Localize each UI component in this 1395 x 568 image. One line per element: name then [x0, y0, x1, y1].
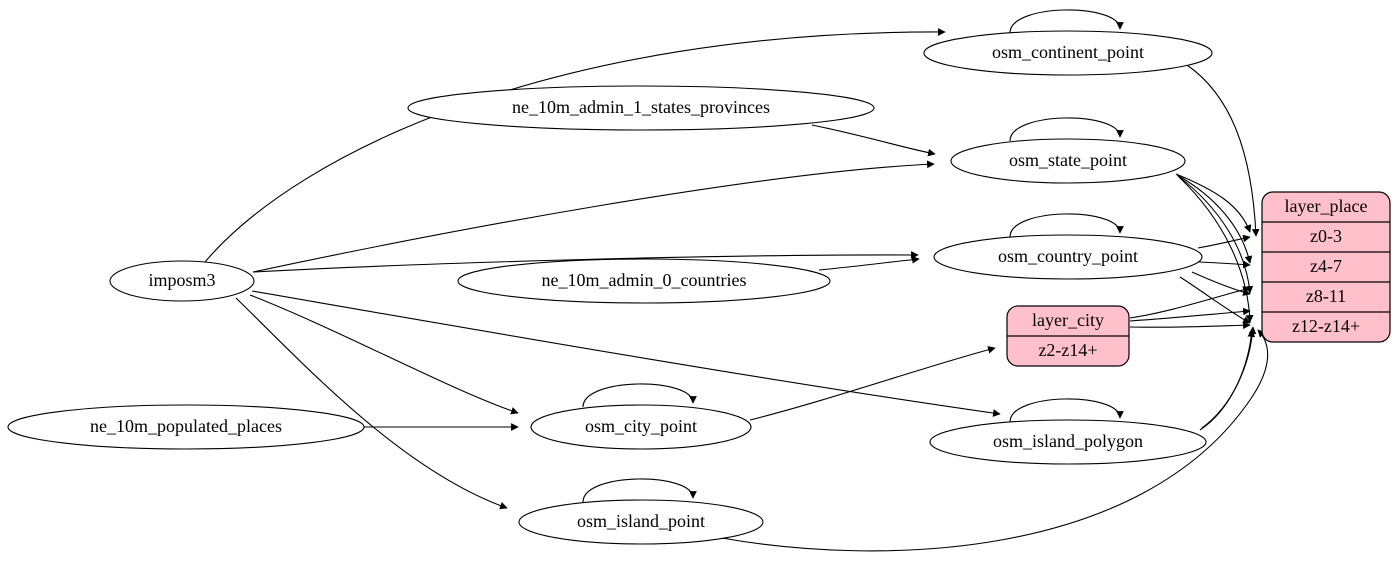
graph-edge	[1199, 329, 1256, 431]
graph-node-imposm3[interactable]: imposm3	[109, 260, 255, 302]
graph-edge	[253, 251, 919, 273]
graph-node-osm_country_point[interactable]: osm_country_point	[933, 234, 1203, 280]
graph-edge	[204, 28, 946, 263]
record-node-layer_city[interactable]: layer_city z2-z14+	[1006, 305, 1130, 367]
record-row-label[interactable]: z0-3	[1310, 226, 1342, 246]
node-ellipse-shape	[929, 419, 1207, 465]
graph-edge	[1129, 321, 1251, 330]
node-ellipse-shape	[518, 499, 764, 545]
graph-edge	[1186, 64, 1260, 237]
graph-edge	[721, 329, 1269, 552]
graph-edge	[251, 290, 1001, 417]
graph-edge	[1178, 176, 1254, 323]
graph-node-osm_city_point[interactable]: osm_city_point	[530, 404, 752, 450]
graph-edge	[1176, 174, 1253, 264]
node-label: osm_city_point	[585, 416, 697, 436]
graph-edge	[811, 124, 936, 157]
node-label: osm_island_point	[577, 511, 705, 531]
record-row-label[interactable]: z12-z14+	[1292, 316, 1360, 336]
edges-layer	[204, 28, 1269, 552]
nodes-layer: imposm3 ne_10m_admin_1_states_provincesne…	[7, 30, 1213, 545]
graph-self-loop-edge	[582, 383, 697, 408]
graph-node-osm_continent_point[interactable]: osm_continent_point	[923, 30, 1213, 76]
graph-edge	[1179, 276, 1251, 324]
graph-edge	[252, 160, 935, 273]
node-label: ne_10m_admin_0_countries	[542, 270, 747, 290]
record-box-shape	[1261, 191, 1391, 343]
node-ellipse-shape	[7, 404, 365, 450]
node-ellipse-shape	[109, 260, 255, 302]
graph-edge	[1198, 260, 1251, 269]
graph-edge	[249, 294, 519, 415]
graph-self-loop-edge	[582, 478, 697, 503]
node-label: imposm3	[148, 270, 215, 290]
graph-self-loop-edge	[1009, 398, 1124, 423]
record-row-label[interactable]: z8-11	[1306, 286, 1346, 306]
node-label: ne_10m_admin_1_states_provinces	[512, 97, 770, 117]
record-row-label[interactable]: z4-7	[1310, 256, 1342, 276]
graph-self-loop-edge	[1009, 117, 1124, 142]
graph-self-loop-edge	[1009, 213, 1124, 238]
node-ellipse-shape	[923, 30, 1213, 76]
graph-node-osm_island_point[interactable]: osm_island_point	[518, 499, 764, 545]
graph-edge	[1129, 286, 1251, 319]
graph-edge	[818, 255, 920, 271]
node-ellipse-shape	[530, 404, 752, 450]
graph-edge	[1129, 307, 1251, 322]
node-label: osm_continent_point	[992, 42, 1144, 62]
node-label: osm_state_point	[1009, 150, 1127, 170]
graph-edge	[749, 346, 996, 421]
node-label: osm_country_point	[998, 246, 1138, 266]
graph-edge	[1175, 173, 1252, 233]
graph-node-osm_island_polygon[interactable]: osm_island_polygon	[929, 419, 1207, 465]
graph-node-ne_states[interactable]: ne_10m_admin_1_states_provinces	[407, 85, 875, 131]
record-row-label[interactable]: z2-z14+	[1038, 340, 1097, 360]
record-header-label: layer_city	[1032, 310, 1104, 330]
record-node-layer_place[interactable]: layer_place z0-3 z4-7 z8-11 z12-z14+	[1261, 191, 1391, 343]
node-ellipse-shape	[933, 234, 1203, 280]
graph-self-loop-edge	[1009, 9, 1124, 34]
graph-edge	[1177, 175, 1254, 294]
graph-node-ne_countries[interactable]: ne_10m_admin_0_countries	[457, 258, 831, 304]
graph-edge	[235, 297, 508, 510]
self-loop-edges-layer	[582, 9, 1124, 503]
graph-node-ne_places[interactable]: ne_10m_populated_places	[7, 404, 365, 450]
node-ellipse-shape	[950, 138, 1186, 184]
node-ellipse-shape	[407, 85, 875, 131]
graph-edge	[1197, 234, 1251, 249]
graph-edge	[1201, 326, 1257, 429]
node-label: osm_island_polygon	[993, 431, 1143, 451]
graph-node-osm_state_point[interactable]: osm_state_point	[950, 138, 1186, 184]
node-label: ne_10m_populated_places	[90, 416, 282, 436]
node-ellipse-shape	[457, 258, 831, 304]
record-header-label: layer_place	[1285, 196, 1368, 216]
records-layer: layer_place z0-3 z4-7 z8-11 z12-z14+ layer_ci…	[1006, 191, 1391, 367]
